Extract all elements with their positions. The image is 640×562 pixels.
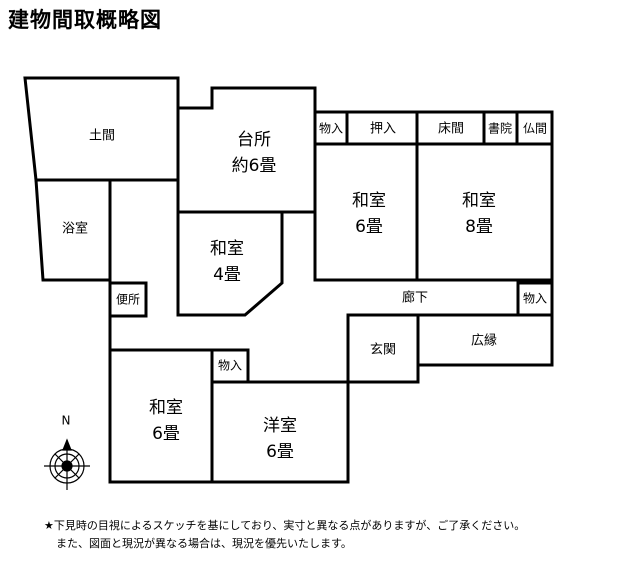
label-monoire-top: 物入 (319, 122, 343, 136)
disclaimer-line-2: また、図面と現況が異なる場合は、現況を優先いたします。 (56, 537, 352, 550)
label-rouka: 廊下 (402, 290, 428, 306)
label-monoire-right: 物入 (523, 292, 547, 306)
disclaimer-notes: ★下見時の目視によるスケッチを基にしており、実寸と異なる点がありますが、ご了承く… (44, 517, 525, 553)
label-washitsu-a-2: 4畳 (213, 265, 241, 285)
floor-plan: N 土間 浴室 台所 約6畳 物入 押入 床間 書院 仏間 和室 6畳 和室 8… (23, 76, 554, 490)
compass-rose-icon (44, 438, 90, 490)
room-hiroen (418, 313, 554, 367)
label-monoire-bottom: 物入 (218, 359, 242, 373)
room-washitsu-8 (415, 142, 554, 282)
label-doma: 土間 (89, 129, 115, 144)
room-washitsu-6 (313, 142, 419, 282)
label-yokushitsu: 浴室 (62, 221, 88, 237)
label-hiroen: 広縁 (471, 333, 497, 349)
label-butsuma: 仏間 (523, 122, 547, 136)
compass-north-label: N (62, 414, 71, 428)
page-title: 建物間取概略図 (8, 8, 162, 32)
label-daidokoro-2: 約6畳 (232, 156, 277, 176)
label-benjo: 便所 (116, 293, 140, 307)
label-washitsu-c-2: 8畳 (465, 217, 493, 237)
label-youshitsu-2: 6畳 (266, 442, 294, 462)
label-washitsu-b-2: 6畳 (355, 217, 383, 237)
disclaimer-line-1: ★下見時の目視によるスケッチを基にしており、実寸と異なる点がありますが、ご了承く… (44, 519, 526, 532)
label-daidokoro-1: 台所 (237, 130, 271, 150)
label-washitsu-c-1: 和室 (462, 191, 496, 211)
label-washitsu-a-1: 和室 (210, 239, 244, 259)
label-shoin: 書院 (488, 122, 512, 136)
label-washitsu-d-2: 6畳 (152, 424, 180, 444)
label-youshitsu-1: 洋室 (263, 416, 297, 436)
label-oshiire: 押入 (370, 122, 396, 137)
room-genkan (346, 313, 420, 384)
room-washitsu-4 (176, 210, 284, 317)
label-tokonoma: 床間 (438, 122, 464, 137)
label-genkan: 玄関 (370, 343, 396, 358)
room-benjo (108, 281, 148, 318)
room-kitchen (176, 86, 317, 214)
label-washitsu-b-1: 和室 (352, 191, 386, 211)
label-washitsu-d-1: 和室 (149, 398, 183, 418)
